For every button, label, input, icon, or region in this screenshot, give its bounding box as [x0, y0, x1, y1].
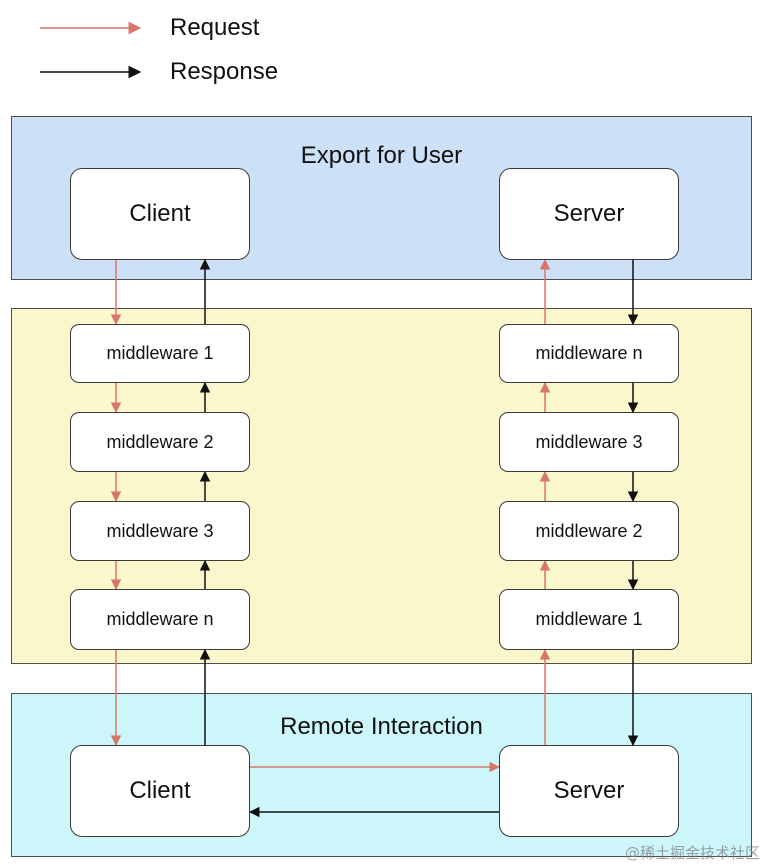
server-middleware-2: middleware 2 — [499, 501, 679, 561]
export-client-node: Client — [70, 168, 250, 260]
client-middleware-2: middleware 2 — [70, 412, 250, 472]
legend-arrows — [40, 21, 142, 79]
remote-server-node: Server — [499, 745, 679, 837]
remote-interaction-title: Remote Interaction — [280, 713, 483, 740]
client-middleware-1: middleware 1 — [70, 324, 250, 383]
client-middleware-3: middleware 3 — [70, 501, 250, 561]
server-middleware-1: middleware 1 — [499, 589, 679, 650]
export-server-node: Server — [499, 168, 679, 260]
legend-response-label: Response — [170, 58, 279, 85]
server-middleware-n: middleware n — [499, 324, 679, 383]
watermark: @稀土掘金技术社区 — [624, 844, 760, 862]
remote-client-node: Client — [70, 745, 250, 837]
legend-request-label: Request — [170, 14, 260, 41]
client-middleware-n: middleware n — [70, 589, 250, 650]
export-for-user-title: Export for User — [300, 142, 463, 169]
server-middleware-3: middleware 3 — [499, 412, 679, 472]
